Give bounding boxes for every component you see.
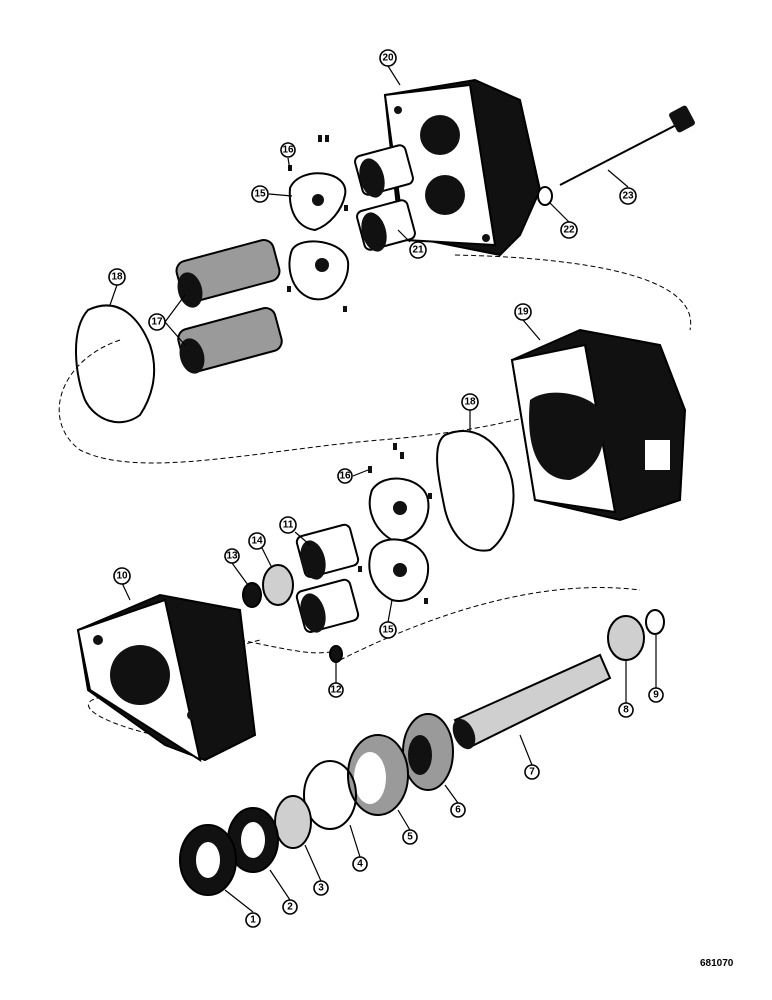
oil-seal-bore xyxy=(241,822,265,858)
callout-16: 16 xyxy=(280,142,296,158)
dowel-plug xyxy=(329,645,343,663)
callout-6: 6 xyxy=(450,802,466,818)
callout-label: 23 xyxy=(622,191,634,202)
callout-9: 9 xyxy=(648,687,664,703)
callout-label: 1 xyxy=(250,915,256,926)
callout-label: 19 xyxy=(517,307,529,318)
callout-7: 7 xyxy=(524,764,540,780)
callout-1: 1 xyxy=(245,912,261,928)
seal-retainer xyxy=(262,564,294,606)
callout-label: 2 xyxy=(287,902,293,913)
assembly-guide-line xyxy=(454,254,692,331)
callout-label: 6 xyxy=(455,805,461,816)
callout-3: 3 xyxy=(313,880,329,896)
assembly-guide-line xyxy=(339,587,641,661)
callout-label: 18 xyxy=(111,272,123,283)
lock-washer xyxy=(537,186,553,206)
bearing-cone xyxy=(402,713,454,791)
callout-22: 22 xyxy=(560,221,578,239)
snap-ring xyxy=(242,582,262,608)
callout-18: 18 xyxy=(461,393,479,411)
through-bolt xyxy=(559,105,695,186)
callout-label: 18 xyxy=(464,397,476,408)
thrust-plate-rear xyxy=(288,172,350,301)
callout-label: 16 xyxy=(282,145,294,156)
bearing-cup xyxy=(347,734,409,816)
callout-label: 15 xyxy=(382,625,394,636)
callout-label: 21 xyxy=(412,245,424,256)
callout-23: 23 xyxy=(619,187,637,205)
callout-17: 17 xyxy=(148,313,166,331)
callout-14: 14 xyxy=(248,532,266,550)
gasket-rear xyxy=(75,304,156,424)
callout-label: 20 xyxy=(382,53,394,64)
seal-housing-bore xyxy=(196,842,220,878)
o-ring xyxy=(303,760,357,830)
callout-label: 11 xyxy=(283,520,294,531)
callout-21: 21 xyxy=(409,241,427,259)
callout-5: 5 xyxy=(402,829,418,845)
callout-19: 19 xyxy=(514,303,532,321)
bushing-pair-rear xyxy=(354,144,416,252)
drive-shaft xyxy=(452,653,612,750)
callout-label: 15 xyxy=(254,189,266,200)
callout-15: 15 xyxy=(251,185,269,203)
mounting-flange xyxy=(76,593,257,763)
callout-label: 8 xyxy=(623,705,629,716)
callout-15: 15 xyxy=(379,621,397,639)
gasket-front xyxy=(436,430,515,552)
callout-13: 13 xyxy=(224,548,240,564)
callout-8: 8 xyxy=(618,702,634,718)
callout-label: 22 xyxy=(563,225,575,236)
callout-18: 18 xyxy=(108,268,126,286)
callout-16: 16 xyxy=(337,468,353,484)
bushing-pair-front xyxy=(295,523,360,633)
callout-2: 2 xyxy=(282,899,298,915)
callout-label: 3 xyxy=(318,883,324,894)
callout-label: 13 xyxy=(226,551,238,562)
callout-label: 9 xyxy=(653,690,659,701)
callout-label: 4 xyxy=(357,859,363,870)
seal-spacer xyxy=(274,795,312,849)
callout-label: 12 xyxy=(330,685,342,696)
callout-label: 7 xyxy=(529,767,535,778)
callout-11: 11 xyxy=(279,516,297,534)
callout-label: 5 xyxy=(407,832,413,843)
document-number: 681070 xyxy=(700,958,734,969)
retaining-ring xyxy=(645,609,665,635)
thrust-plate-front xyxy=(368,477,430,602)
assembly-guide-line xyxy=(239,639,331,654)
callout-label: 14 xyxy=(251,536,263,547)
callout-10: 10 xyxy=(113,567,131,585)
gear-shaft-pair xyxy=(175,239,283,374)
callout-12: 12 xyxy=(328,682,344,698)
callout-label: 16 xyxy=(339,471,351,482)
assembly-guide-line xyxy=(58,339,601,464)
callout-label: 17 xyxy=(151,317,163,328)
leader-lines xyxy=(109,65,657,913)
callout-20: 20 xyxy=(379,49,397,67)
thrust-washer xyxy=(607,615,645,661)
rear-cover-plate xyxy=(383,78,542,257)
callout-4: 4 xyxy=(352,856,368,872)
callout-label: 10 xyxy=(116,571,128,582)
pump-body xyxy=(510,328,687,522)
